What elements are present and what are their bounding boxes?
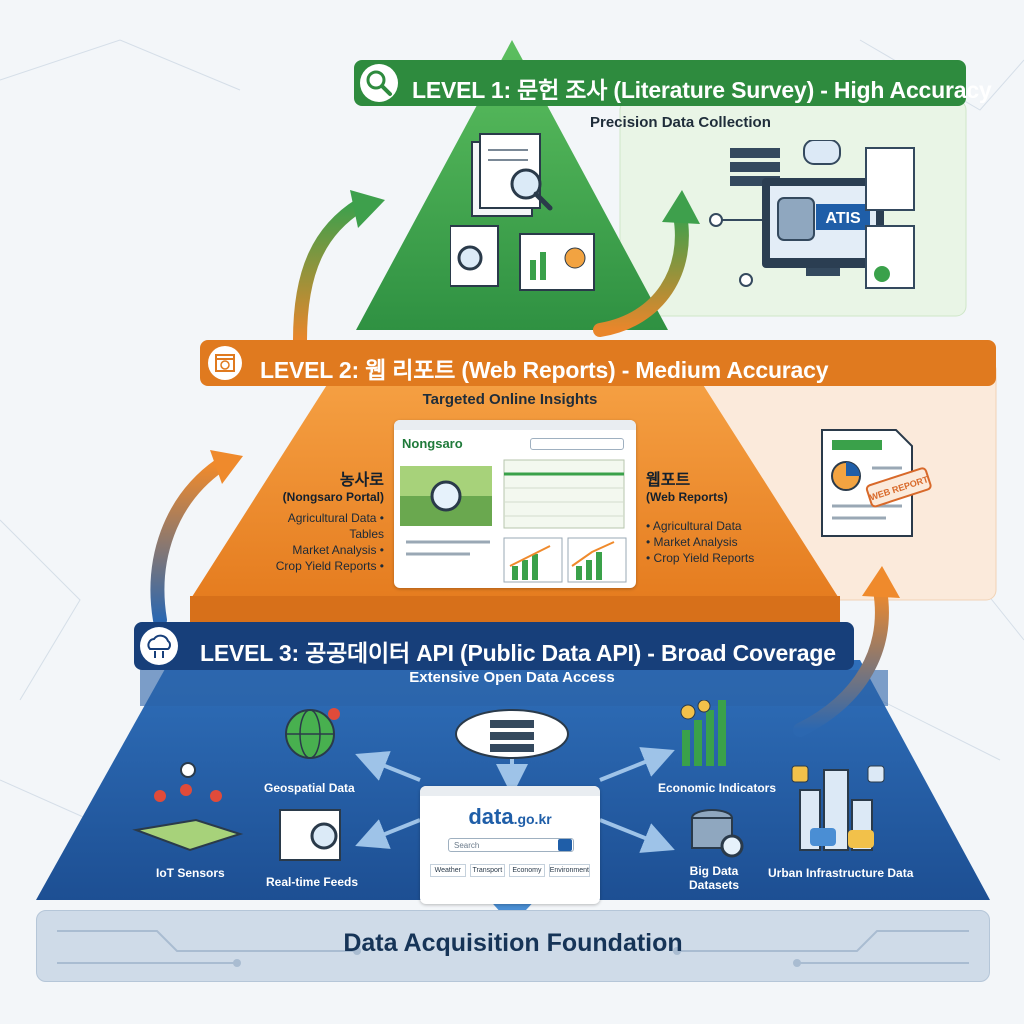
list-item: Crop Yield Reports •	[275, 559, 384, 573]
portal-logo: data.go.kr	[420, 804, 600, 830]
level3-subtitle: Extensive Open Data Access	[409, 669, 615, 686]
list-item: Tables	[349, 527, 384, 541]
map-sensors-icon	[132, 762, 244, 852]
cloud-network-icon	[140, 627, 178, 665]
level1-title: LEVEL 1: 문헌 조사 (Literature Survey) - Hig…	[412, 77, 992, 103]
list-item: Agricultural Data •	[287, 511, 384, 525]
portal-category-tabs: Weather Transport Economy Environment	[430, 864, 590, 877]
public-data-illustrations	[132, 700, 885, 861]
atis-label: ATIS	[825, 210, 861, 227]
iot-label: IoT Sensors	[156, 866, 225, 880]
nongsaro-browser-window: Nongsaro	[394, 420, 636, 588]
foundation-title: Data Acquisition Foundation	[343, 929, 683, 957]
city-buildings-icon	[791, 765, 885, 851]
data-portal-window: data.go.kr Search Weather Transport Econ…	[420, 786, 600, 904]
nongsaro-title-ko: 농사로	[339, 472, 384, 489]
literature-documents-illustration	[450, 133, 595, 291]
tab-environment[interactable]: Environment	[548, 864, 590, 877]
level3-banner: LEVEL 3: 공공데이터 API (Public Data API) - B…	[134, 622, 854, 670]
nongsaro-description: 농사로 (Nongsaro Portal) Agricultural Data …	[260, 466, 384, 574]
level3-title: LEVEL 3: 공공데이터 API (Public Data API) - B…	[200, 640, 836, 666]
list-item: Market Analysis •	[292, 543, 384, 557]
portal-logo-suffix: .go.kr	[513, 811, 552, 827]
magnifier-icon	[360, 64, 398, 102]
web-reports-list: • Agricultural Data • Market Analysis • …	[646, 518, 786, 566]
tab-economy[interactable]: Economy	[509, 864, 545, 877]
circuit-pattern	[57, 930, 969, 967]
nongsaro-list: Agricultural Data • Tables Market Analys…	[260, 510, 384, 574]
urban-label: Urban Infrastructure Data	[768, 866, 914, 880]
web-report-document-icon: WEB REPORT	[821, 429, 932, 537]
level2-banner: LEVEL 2: 웹 리포트 (Web Reports) - Medium Ac…	[200, 340, 996, 386]
portal-logo-main: data	[468, 804, 514, 829]
nongsaro-logo: Nongsaro	[402, 436, 463, 451]
level2-subtitle: Targeted Online Insights	[422, 391, 598, 408]
atis-database-illustration: ATIS	[709, 140, 915, 289]
cloud-server-icon	[455, 709, 569, 759]
browser-globe-icon	[208, 346, 242, 380]
list-item: • Agricultural Data	[646, 519, 742, 533]
realtime-label: Real-time Feeds	[266, 875, 359, 889]
web-reports-title-ko: 웹포트	[646, 472, 691, 489]
foundation-bar: Data Acquisition Foundation	[36, 910, 990, 982]
portal-search-input[interactable]: Search	[448, 838, 574, 852]
search-input[interactable]	[530, 438, 624, 450]
nongsaro-title-en: (Nongsaro Portal)	[282, 490, 384, 504]
economic-chart-icon	[680, 700, 726, 766]
database-search-icon	[691, 809, 744, 858]
level2-title: LEVEL 2: 웹 리포트 (Web Reports) - Medium Ac…	[260, 357, 829, 383]
tab-weather[interactable]: Weather	[430, 864, 466, 877]
list-item: • Market Analysis	[646, 535, 738, 549]
level1-subtitle: Precision Data Collection	[590, 114, 771, 131]
farm-dashboard-illustration	[400, 459, 627, 583]
list-item: • Crop Yield Reports	[646, 551, 755, 565]
economic-label: Economic Indicators	[658, 781, 777, 795]
geospatial-label: Geospatial Data	[264, 781, 355, 795]
web-reports-title-en: (Web Reports)	[646, 490, 728, 504]
realtime-map-icon	[279, 809, 341, 861]
level1-banner: LEVEL 1: 문헌 조사 (Literature Survey) - Hig…	[354, 60, 992, 106]
search-icon[interactable]	[558, 839, 572, 851]
bigdata-label: Big Data Datasets	[688, 864, 740, 892]
globe-pin-icon	[285, 708, 340, 759]
tab-transport[interactable]: Transport	[469, 864, 506, 877]
web-reports-description: 웹포트 (Web Reports) • Agricultural Data • …	[646, 466, 786, 566]
